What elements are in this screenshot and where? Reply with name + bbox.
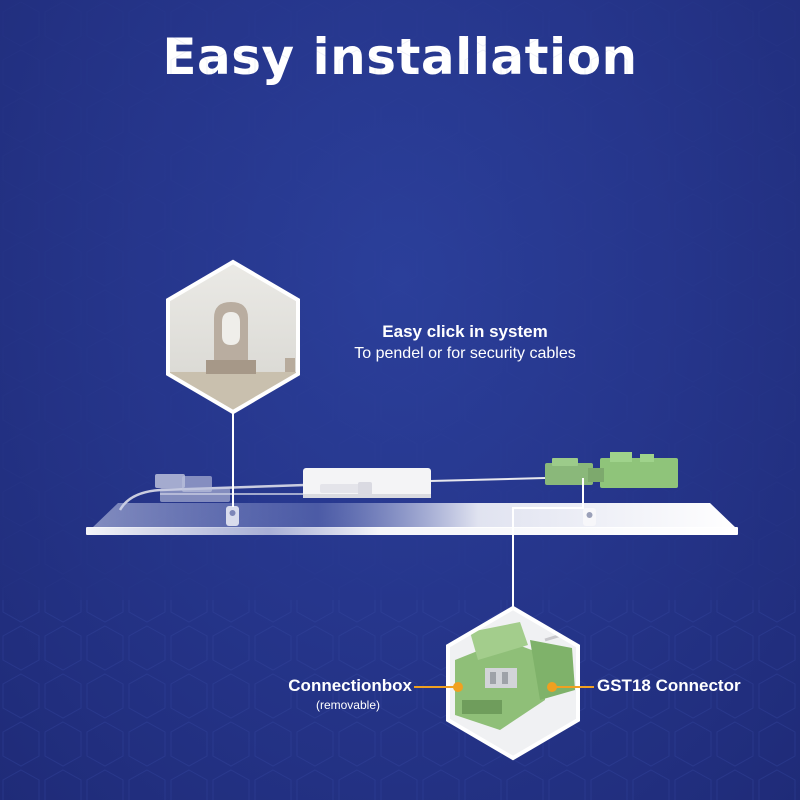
click-system-subtitle: To pendel or for security cables (354, 345, 576, 362)
led-panel (86, 452, 738, 535)
click-system-title: Easy click in system (382, 322, 548, 341)
connectionbox-subtitle: (removable) (315, 698, 380, 712)
connector-hexagon (446, 605, 580, 761)
connectionbox-pointer (414, 682, 463, 692)
connectionbox-title: Connectionbox (288, 676, 412, 695)
click-system-hexagon (166, 259, 300, 415)
gst18-pointer (547, 682, 594, 692)
gst18-connector-title: GST18 Connector (597, 676, 741, 695)
